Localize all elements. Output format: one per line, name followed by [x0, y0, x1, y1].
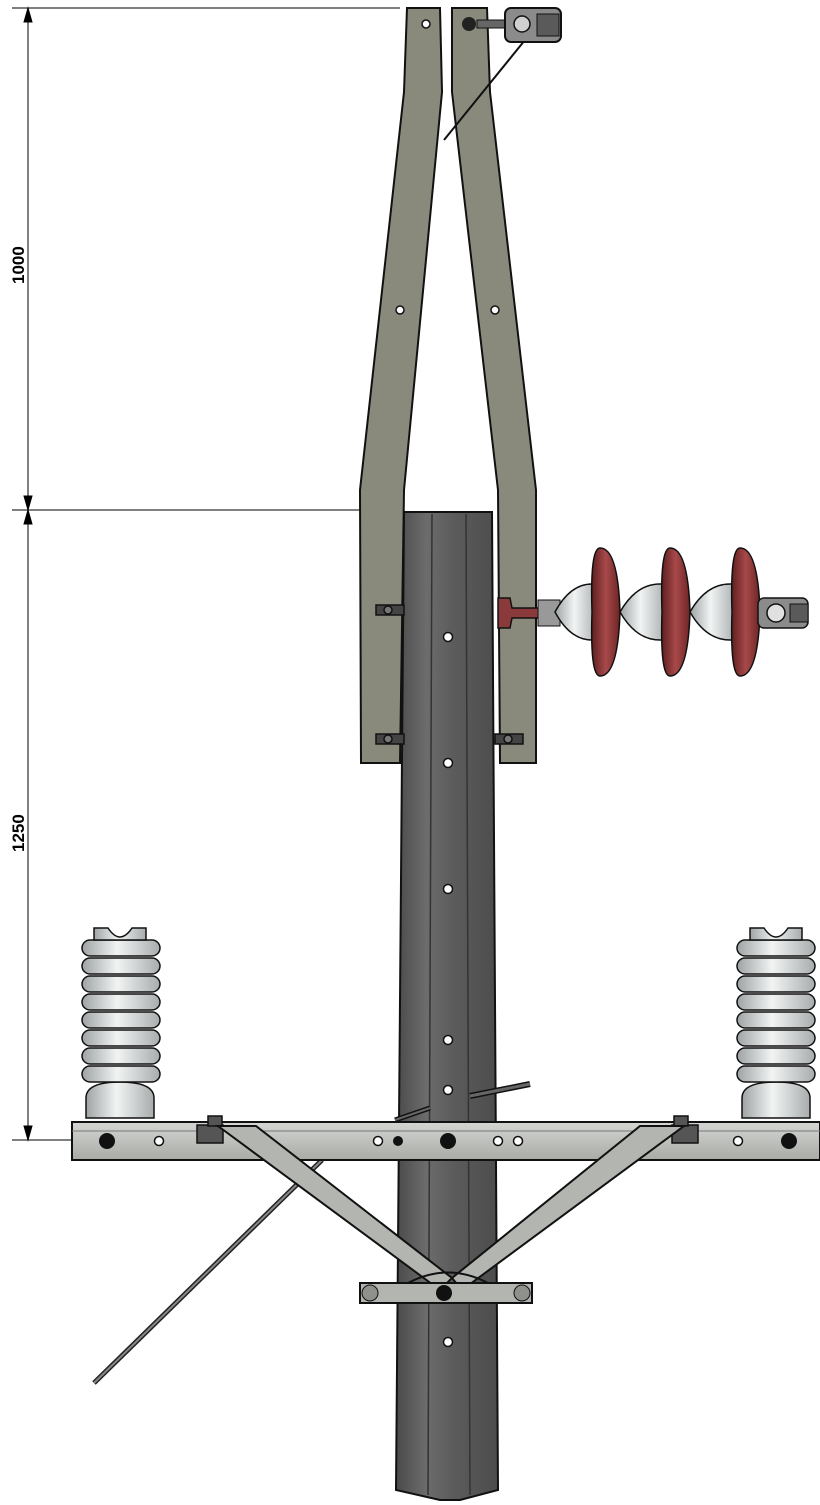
crossarm [71, 1115, 820, 1161]
suspension-insulator-string [497, 547, 809, 677]
dimension-upper-label: 1000 [9, 246, 28, 284]
dimension-lower-label: 1250 [9, 814, 28, 852]
crossarm-braces [214, 1125, 688, 1292]
top-bracket [358, 7, 537, 764]
brace-clamp [359, 1271, 533, 1304]
step-bolt [394, 1081, 531, 1123]
pin-insulator-left [81, 927, 161, 1119]
dimension-lines [12, 6, 400, 1142]
pin-insulator-right [736, 927, 816, 1119]
top-clamp [443, 7, 562, 141]
bracket-bolts [375, 604, 524, 745]
pole-holes [442, 631, 454, 1348]
concrete-pole [394, 511, 500, 1501]
guy-rod [92, 1158, 324, 1385]
